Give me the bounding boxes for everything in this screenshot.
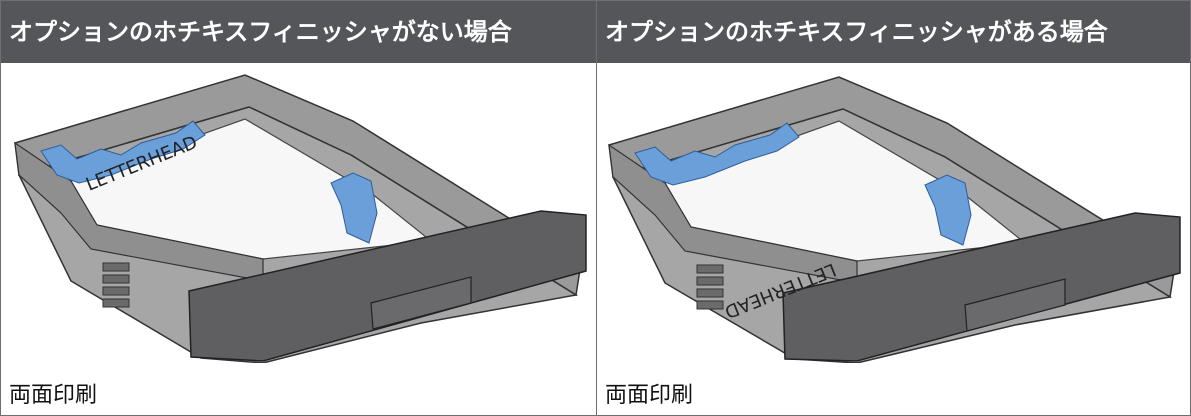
column-header: オプションのホチキスフィニッシャがない場合 <box>1 1 596 63</box>
column-without-finisher: オプションのホチキスフィニッシャがない場合 <box>1 1 596 415</box>
column-header: オプションのホチキスフィニッシャがある場合 <box>597 1 1190 63</box>
column-with-finisher: オプションのホチキスフィニッシャがある場合 LETTERHEAD <box>596 1 1190 415</box>
tray-illustration-with-finisher: LETTERHEAD <box>597 63 1190 363</box>
tray-illustration-without-finisher: LETTERHEAD <box>1 63 596 363</box>
caption: 両面印刷 <box>605 383 694 408</box>
caption: 両面印刷 <box>9 383 98 408</box>
